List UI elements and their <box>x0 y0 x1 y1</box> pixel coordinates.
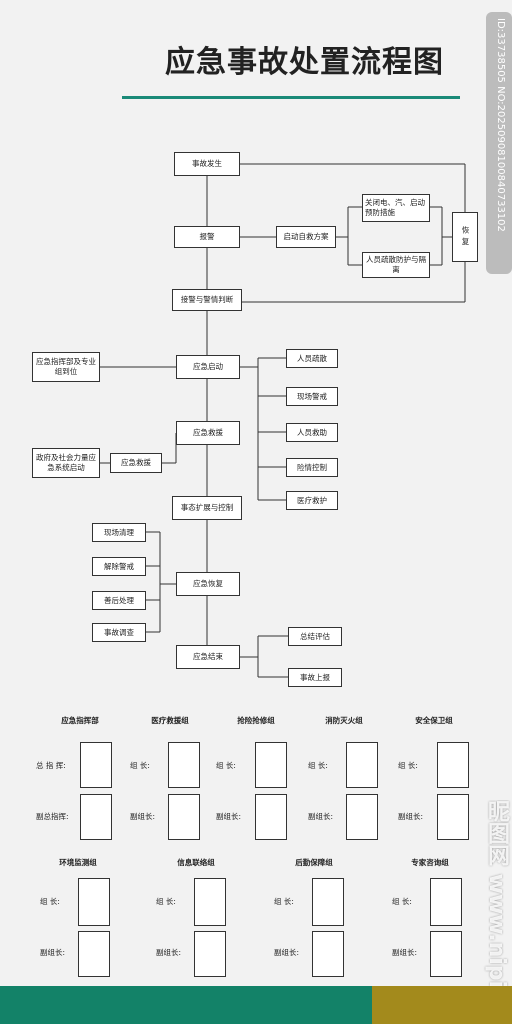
signature-box[interactable] <box>255 794 287 840</box>
node-response-end: 应急结束 <box>176 645 240 669</box>
node-hq: 应急指挥部及专业组到位 <box>32 352 100 382</box>
group-name: 应急指挥部 <box>61 716 99 725</box>
node-rescue-people: 人员救助 <box>286 423 338 442</box>
node-incident: 事故发生 <box>174 152 240 176</box>
group-name: 安全保卫组 <box>415 716 453 725</box>
signature-box[interactable] <box>312 931 344 977</box>
group-name: 信息联络组 <box>177 858 215 867</box>
role-label: 副总指挥: <box>36 812 69 821</box>
node-shutoff: 关闭电、汽、启动预防措施 <box>362 194 430 222</box>
node-plan-start: 启动自救方案 <box>276 226 336 248</box>
role-label: 总 指 挥: <box>36 761 66 770</box>
role-label: 组 长: <box>156 897 176 906</box>
node-investigation: 事故调查 <box>92 623 146 642</box>
signature-box[interactable] <box>168 794 200 840</box>
signature-box[interactable] <box>80 742 112 788</box>
role-label: 副组长: <box>130 812 156 821</box>
node-summary: 总结评估 <box>288 627 342 646</box>
node-response-recover: 应急恢复 <box>176 572 240 596</box>
role-label: 副组长: <box>40 948 66 957</box>
watermark-id: ID:33738505 NO:20250908100840733102 <box>495 18 506 232</box>
node-recover: 恢复 <box>452 212 478 262</box>
node-rescue-support: 应急救援 <box>110 453 162 473</box>
node-site-clear: 现场清理 <box>92 523 146 542</box>
node-aftermath: 善后处理 <box>92 591 146 610</box>
signature-box[interactable] <box>430 931 462 977</box>
node-alarm: 报警 <box>174 226 240 248</box>
role-label: 组 长: <box>40 897 60 906</box>
role-label: 组 长: <box>216 761 236 770</box>
node-evacuate-protect: 人员疏散防护与隔离 <box>362 252 430 278</box>
node-escalation: 事态扩展与控制 <box>172 496 242 520</box>
role-label: 副组长: <box>398 812 424 821</box>
signature-box[interactable] <box>194 878 226 926</box>
signature-box[interactable] <box>430 878 462 926</box>
group-name: 后勤保障组 <box>295 858 333 867</box>
signature-box[interactable] <box>194 931 226 977</box>
signature-box[interactable] <box>255 742 287 788</box>
node-site-control: 现场警戒 <box>286 387 338 406</box>
role-label: 副组长: <box>156 948 182 957</box>
group-name: 环境监测组 <box>59 858 97 867</box>
watermark-id-bar <box>486 12 512 274</box>
signature-box[interactable] <box>437 742 469 788</box>
group-name: 消防灭火组 <box>325 716 363 725</box>
signature-box[interactable] <box>312 878 344 926</box>
bottom-band-gold <box>372 986 512 1024</box>
group-name: 抢险抢修组 <box>237 716 275 725</box>
signature-box[interactable] <box>78 878 110 926</box>
group-name: 专家咨询组 <box>411 858 449 867</box>
signature-box[interactable] <box>168 742 200 788</box>
node-report: 事故上报 <box>288 668 342 687</box>
role-label: 组 长: <box>392 897 412 906</box>
role-label: 组 长: <box>398 761 418 770</box>
bottom-band-teal <box>0 986 372 1024</box>
node-gov-forces: 政府及社会力量应急系统启动 <box>32 448 100 478</box>
watermark-site: 昵图网 www.nipic.cn <box>484 800 509 1020</box>
group-name: 医疗救援组 <box>151 716 189 725</box>
signature-box[interactable] <box>80 794 112 840</box>
node-receive-judge: 接警与警情判断 <box>172 289 242 311</box>
role-label: 副组长: <box>392 948 418 957</box>
role-label: 副组长: <box>308 812 334 821</box>
page-title: 应急事故处置流程图 <box>165 45 444 80</box>
title-underline <box>122 96 460 99</box>
node-hazard-control: 险情控制 <box>286 458 338 477</box>
signature-box[interactable] <box>346 742 378 788</box>
node-response-rescue: 应急救援 <box>176 421 240 445</box>
role-label: 组 长: <box>308 761 328 770</box>
role-label: 组 长: <box>130 761 150 770</box>
role-label: 副组长: <box>216 812 242 821</box>
node-evac: 人员疏散 <box>286 349 338 368</box>
signature-box[interactable] <box>78 931 110 977</box>
signature-box[interactable] <box>437 794 469 840</box>
node-response-start: 应急启动 <box>176 355 240 379</box>
role-label: 组 长: <box>274 897 294 906</box>
signature-box[interactable] <box>346 794 378 840</box>
role-label: 副组长: <box>274 948 300 957</box>
node-lift-control: 解除警戒 <box>92 557 146 576</box>
node-medical: 医疗救护 <box>286 491 338 510</box>
